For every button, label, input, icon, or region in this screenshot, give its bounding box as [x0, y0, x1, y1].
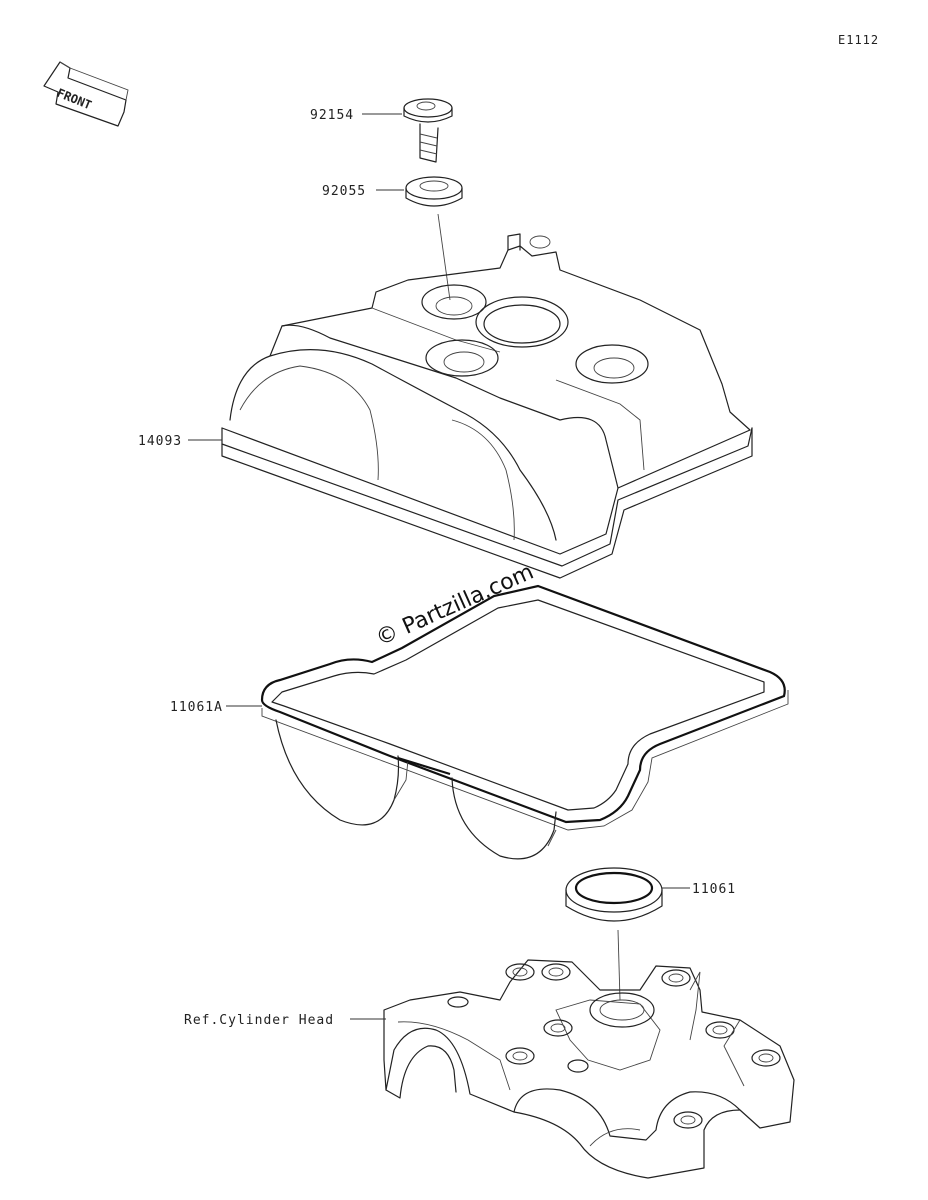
- alignment-line: [617, 929, 621, 1001]
- head-cover-gasket-part: [260, 584, 789, 860]
- part-number-label: 92055: [322, 184, 366, 199]
- part-number-label: 92154: [310, 108, 354, 123]
- front-label: FRONT: [55, 86, 94, 113]
- diagram-code: E1112: [838, 33, 879, 47]
- cylinder-head-reference: [383, 959, 795, 1179]
- grommet-washer-part: [405, 176, 463, 207]
- plug-hole-gasket-part: [565, 867, 663, 922]
- front-direction-arrow: FRONT: [43, 61, 129, 127]
- part-number-label: 11061: [692, 882, 736, 897]
- cylinder-head-cover-part: [221, 233, 753, 579]
- part-number-label: 11061A: [170, 700, 223, 715]
- part-number-label: Ref.Cylinder Head: [184, 1013, 334, 1028]
- part-number-label: 14093: [138, 434, 182, 449]
- bolt-part: [403, 98, 453, 163]
